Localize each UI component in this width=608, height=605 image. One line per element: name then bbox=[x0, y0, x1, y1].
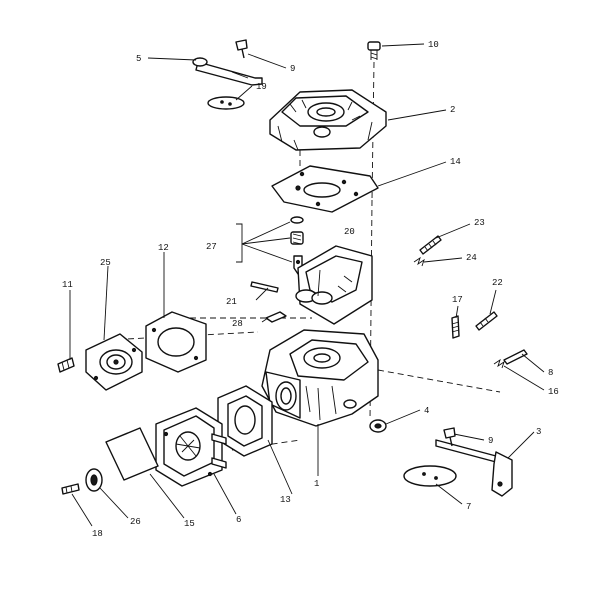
callout-9-bottom: 9 bbox=[488, 436, 493, 446]
callout-17: 17 bbox=[452, 295, 463, 305]
part-9-screw-top bbox=[235, 39, 248, 59]
callout-9-top: 9 bbox=[290, 64, 295, 74]
callout-23: 23 bbox=[474, 218, 485, 228]
part-2-cover bbox=[269, 89, 387, 170]
part-16-spring bbox=[493, 358, 505, 369]
callout-27: 27 bbox=[206, 242, 217, 252]
part-20-chamber-body bbox=[295, 245, 373, 325]
callout-24: 24 bbox=[466, 253, 477, 263]
part-5-throttle-shaft bbox=[192, 57, 263, 86]
part-19-throttle-plate bbox=[207, 96, 245, 110]
part-9-screw-bottom bbox=[443, 427, 456, 447]
part-12-gasket bbox=[145, 311, 207, 373]
callout-7: 7 bbox=[466, 502, 471, 512]
callout-1: 1 bbox=[314, 479, 319, 489]
part-3-choke-shaft bbox=[435, 439, 513, 497]
callout-19: 19 bbox=[256, 82, 267, 92]
part-1-main-body bbox=[261, 329, 379, 427]
leader-lines bbox=[69, 43, 545, 527]
part-15-diaphragm bbox=[105, 427, 159, 481]
callout-13: 13 bbox=[280, 495, 291, 505]
callout-18: 18 bbox=[92, 529, 103, 539]
callout-15: 15 bbox=[184, 519, 195, 529]
callout-8: 8 bbox=[548, 368, 553, 378]
callout-5: 5 bbox=[136, 54, 141, 64]
part-14-gasket bbox=[271, 165, 379, 213]
callout-26: 26 bbox=[130, 517, 141, 527]
part-13-gasket bbox=[217, 385, 273, 457]
callout-10: 10 bbox=[428, 40, 439, 50]
callout-22: 22 bbox=[492, 278, 503, 288]
part-22-adjust-screw bbox=[475, 311, 498, 331]
part-18-screw bbox=[61, 483, 80, 495]
part-23-adjust-screw bbox=[419, 235, 442, 255]
callouts: 5 9 10 19 2 14 20 27 21 28 23 24 17 22 8… bbox=[62, 40, 559, 539]
callout-6: 6 bbox=[236, 515, 241, 525]
callout-12: 12 bbox=[158, 243, 169, 253]
part-8-screw bbox=[503, 349, 528, 365]
part-4-plug bbox=[369, 419, 387, 433]
part-17-adjust-screw bbox=[451, 315, 460, 339]
callout-11: 11 bbox=[62, 280, 73, 290]
part-28-lever bbox=[265, 311, 287, 323]
part-10-screw bbox=[367, 41, 381, 60]
part-11-screw bbox=[57, 357, 75, 373]
part-26-fitting bbox=[85, 468, 103, 492]
callout-2: 2 bbox=[450, 105, 455, 115]
part-7-choke-plate bbox=[403, 465, 457, 487]
callout-16: 16 bbox=[548, 387, 559, 397]
part-24-spring bbox=[413, 256, 425, 267]
callout-3: 3 bbox=[536, 427, 541, 437]
part-21-pin bbox=[250, 281, 279, 293]
part-25-pump-cover bbox=[85, 333, 143, 391]
callout-20: 20 bbox=[344, 227, 355, 237]
callout-21: 21 bbox=[226, 297, 237, 307]
callout-4: 4 bbox=[424, 406, 429, 416]
callout-25: 25 bbox=[100, 258, 111, 268]
callout-14: 14 bbox=[450, 157, 461, 167]
callout-28: 28 bbox=[232, 319, 243, 329]
part-6-pump-body bbox=[155, 407, 227, 487]
